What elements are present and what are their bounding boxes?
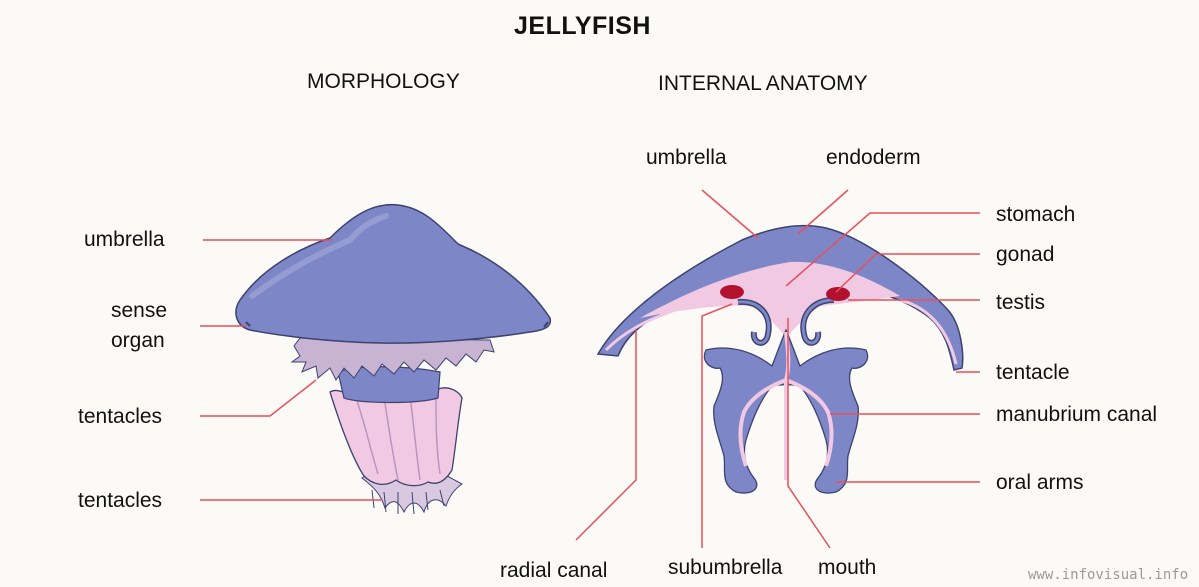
label-manubrium-canal: manubrium canal (996, 404, 1157, 425)
section-internal-anatomy: INTERNAL ANATOMY (658, 72, 868, 96)
label-subumbrella: subumbrella (668, 557, 782, 578)
source-credit: www.infovisual.info (1028, 567, 1188, 583)
label-endoderm: endoderm (826, 147, 921, 168)
label-sense: sense (111, 300, 167, 321)
label-tentacles-upper: tentacles (78, 406, 162, 427)
morphology-illustration (236, 205, 550, 514)
diagram-title: JELLYFISH (514, 12, 651, 41)
label-mouth: mouth (818, 557, 876, 578)
label-tentacle: tentacle (996, 362, 1070, 383)
frill-tentacles-shape (292, 338, 494, 380)
anatomy-illustration (598, 226, 963, 493)
label-umbrella-morph: umbrella (84, 229, 165, 250)
label-tentacles-lower: tentacles (78, 490, 162, 511)
leader-radial-canal (576, 330, 636, 540)
section-morphology: MORPHOLOGY (307, 70, 460, 94)
label-gonad: gonad (996, 244, 1054, 265)
leader-tentacles-upper (200, 380, 316, 416)
label-organ: organ (111, 330, 165, 351)
gonad-left (720, 285, 744, 299)
label-stomach: stomach (996, 204, 1075, 225)
label-oral-arms: oral arms (996, 472, 1084, 493)
label-umbrella-anatomy: umbrella (646, 147, 727, 168)
label-radial-canal: radial canal (500, 560, 607, 581)
leader-umbrella-right (702, 190, 758, 238)
label-testis: testis (996, 292, 1045, 313)
